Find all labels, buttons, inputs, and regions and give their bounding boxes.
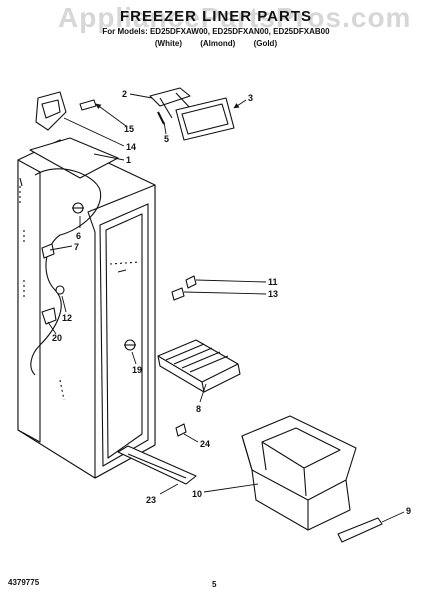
freezer-bin	[241, 415, 357, 531]
finish-row: (White) (Almond) (Gold)	[0, 39, 432, 48]
callout-1: 1	[126, 155, 131, 165]
callout-5: 5	[164, 134, 169, 144]
finish-almond: (Almond)	[200, 39, 236, 48]
callout-labels: 15 14 1 2 3 5 6 7 11 13 12 20 19 8 24 10…	[52, 89, 411, 516]
page-number: 5	[212, 580, 217, 589]
callout-12: 12	[62, 313, 72, 323]
freezer-liner	[17, 137, 156, 479]
trim-strip	[337, 517, 383, 543]
model-list: For Models: ED25DFXAW00, ED25DFXAN00, ED…	[102, 27, 330, 36]
callout-20: 20	[52, 333, 62, 343]
light-housing-parts	[149, 87, 235, 141]
callout-23: 23	[146, 495, 156, 505]
callout-24: 24	[200, 439, 210, 449]
callout-19: 19	[132, 365, 142, 375]
leader-lines	[47, 93, 405, 523]
callout-2: 2	[122, 89, 127, 99]
page-title: FREEZER LINER PARTS	[119, 8, 313, 25]
callout-14: 14	[126, 142, 136, 152]
callout-6: 6	[76, 231, 81, 241]
callout-8: 8	[196, 404, 201, 414]
callout-10: 10	[192, 489, 202, 499]
callout-3: 3	[248, 93, 253, 103]
wire-shelf	[157, 339, 241, 393]
finish-white: (White)	[154, 39, 182, 48]
callout-9: 9	[406, 506, 411, 516]
callout-15: 15	[124, 124, 134, 134]
slide-rail	[117, 445, 197, 485]
callout-13: 13	[268, 289, 278, 299]
finish-gold: (Gold)	[253, 39, 278, 48]
document-number: 4379775	[8, 578, 40, 587]
callout-11: 11	[268, 277, 278, 287]
callout-7: 7	[74, 242, 79, 252]
hidden-lines	[19, 186, 141, 401]
watermark: AppliancePartsPros.com	[58, 2, 412, 33]
liner-fittings	[19, 177, 197, 437]
top-hinge-bracket	[35, 91, 97, 131]
